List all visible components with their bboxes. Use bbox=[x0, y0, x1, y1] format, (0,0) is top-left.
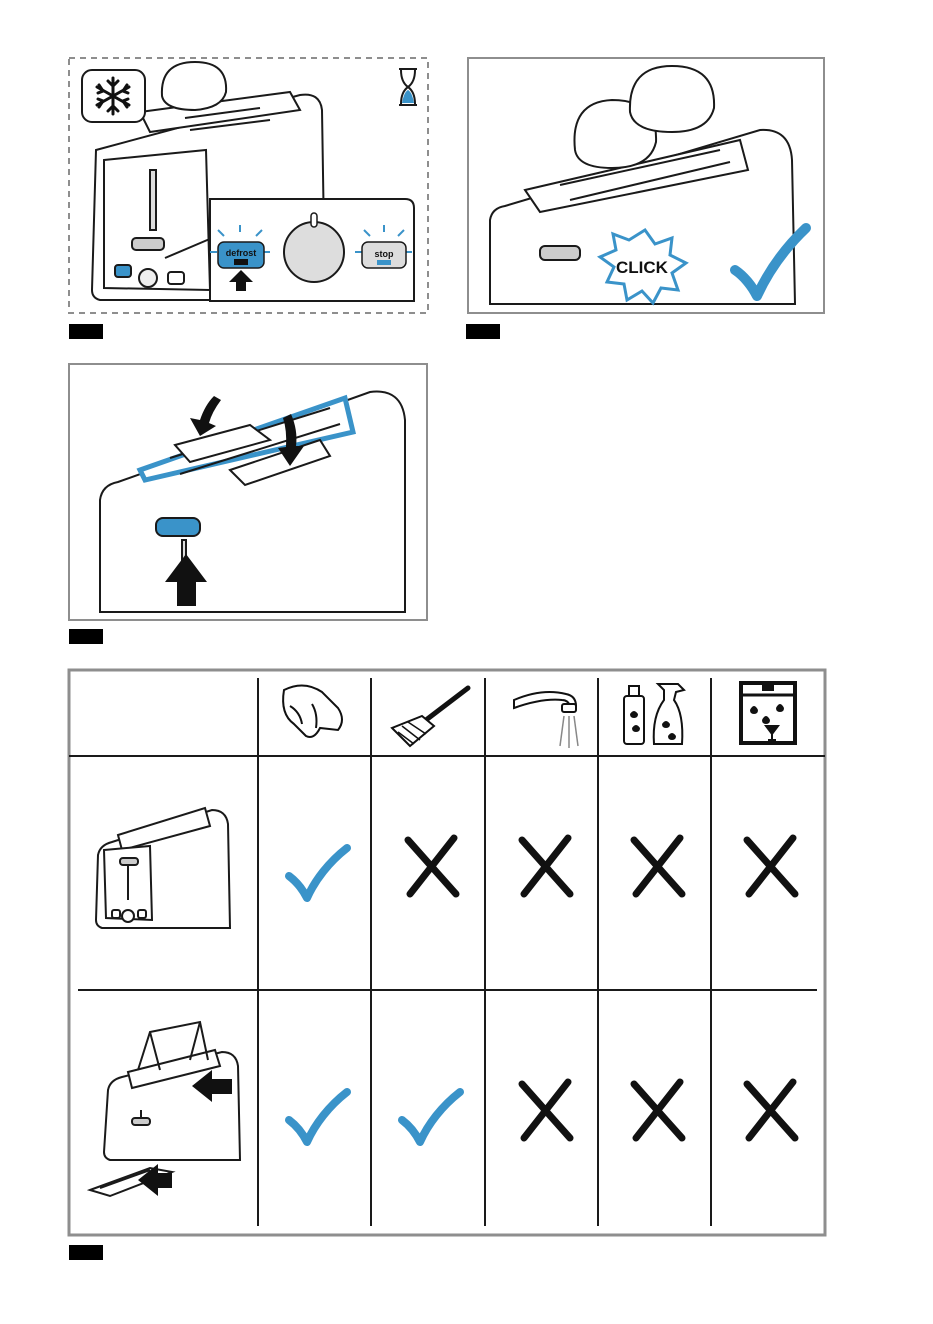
defrost-button[interactable]: defrost bbox=[210, 225, 270, 268]
bread-roll-illustration bbox=[162, 62, 226, 110]
defrost-label: defrost bbox=[226, 248, 257, 258]
control-panel-zoom: defrost stop bbox=[210, 199, 414, 301]
stop-label: stop bbox=[375, 249, 395, 259]
cleaning-table bbox=[69, 670, 825, 1235]
lever-highlight[interactable] bbox=[156, 518, 200, 536]
click-label: CLICK bbox=[616, 258, 669, 277]
hourglass-icon bbox=[399, 69, 417, 105]
snowflake-icon bbox=[82, 70, 145, 122]
figure-tag bbox=[69, 1245, 103, 1260]
figure-tag bbox=[466, 324, 500, 339]
figure-defrost: defrost stop bbox=[69, 58, 428, 313]
figure-tag bbox=[69, 629, 103, 644]
figure-lift bbox=[69, 364, 427, 620]
figure-pop-up: CLICK bbox=[468, 58, 824, 313]
dishwasher-icon bbox=[741, 683, 795, 743]
figure-tag bbox=[69, 324, 103, 339]
